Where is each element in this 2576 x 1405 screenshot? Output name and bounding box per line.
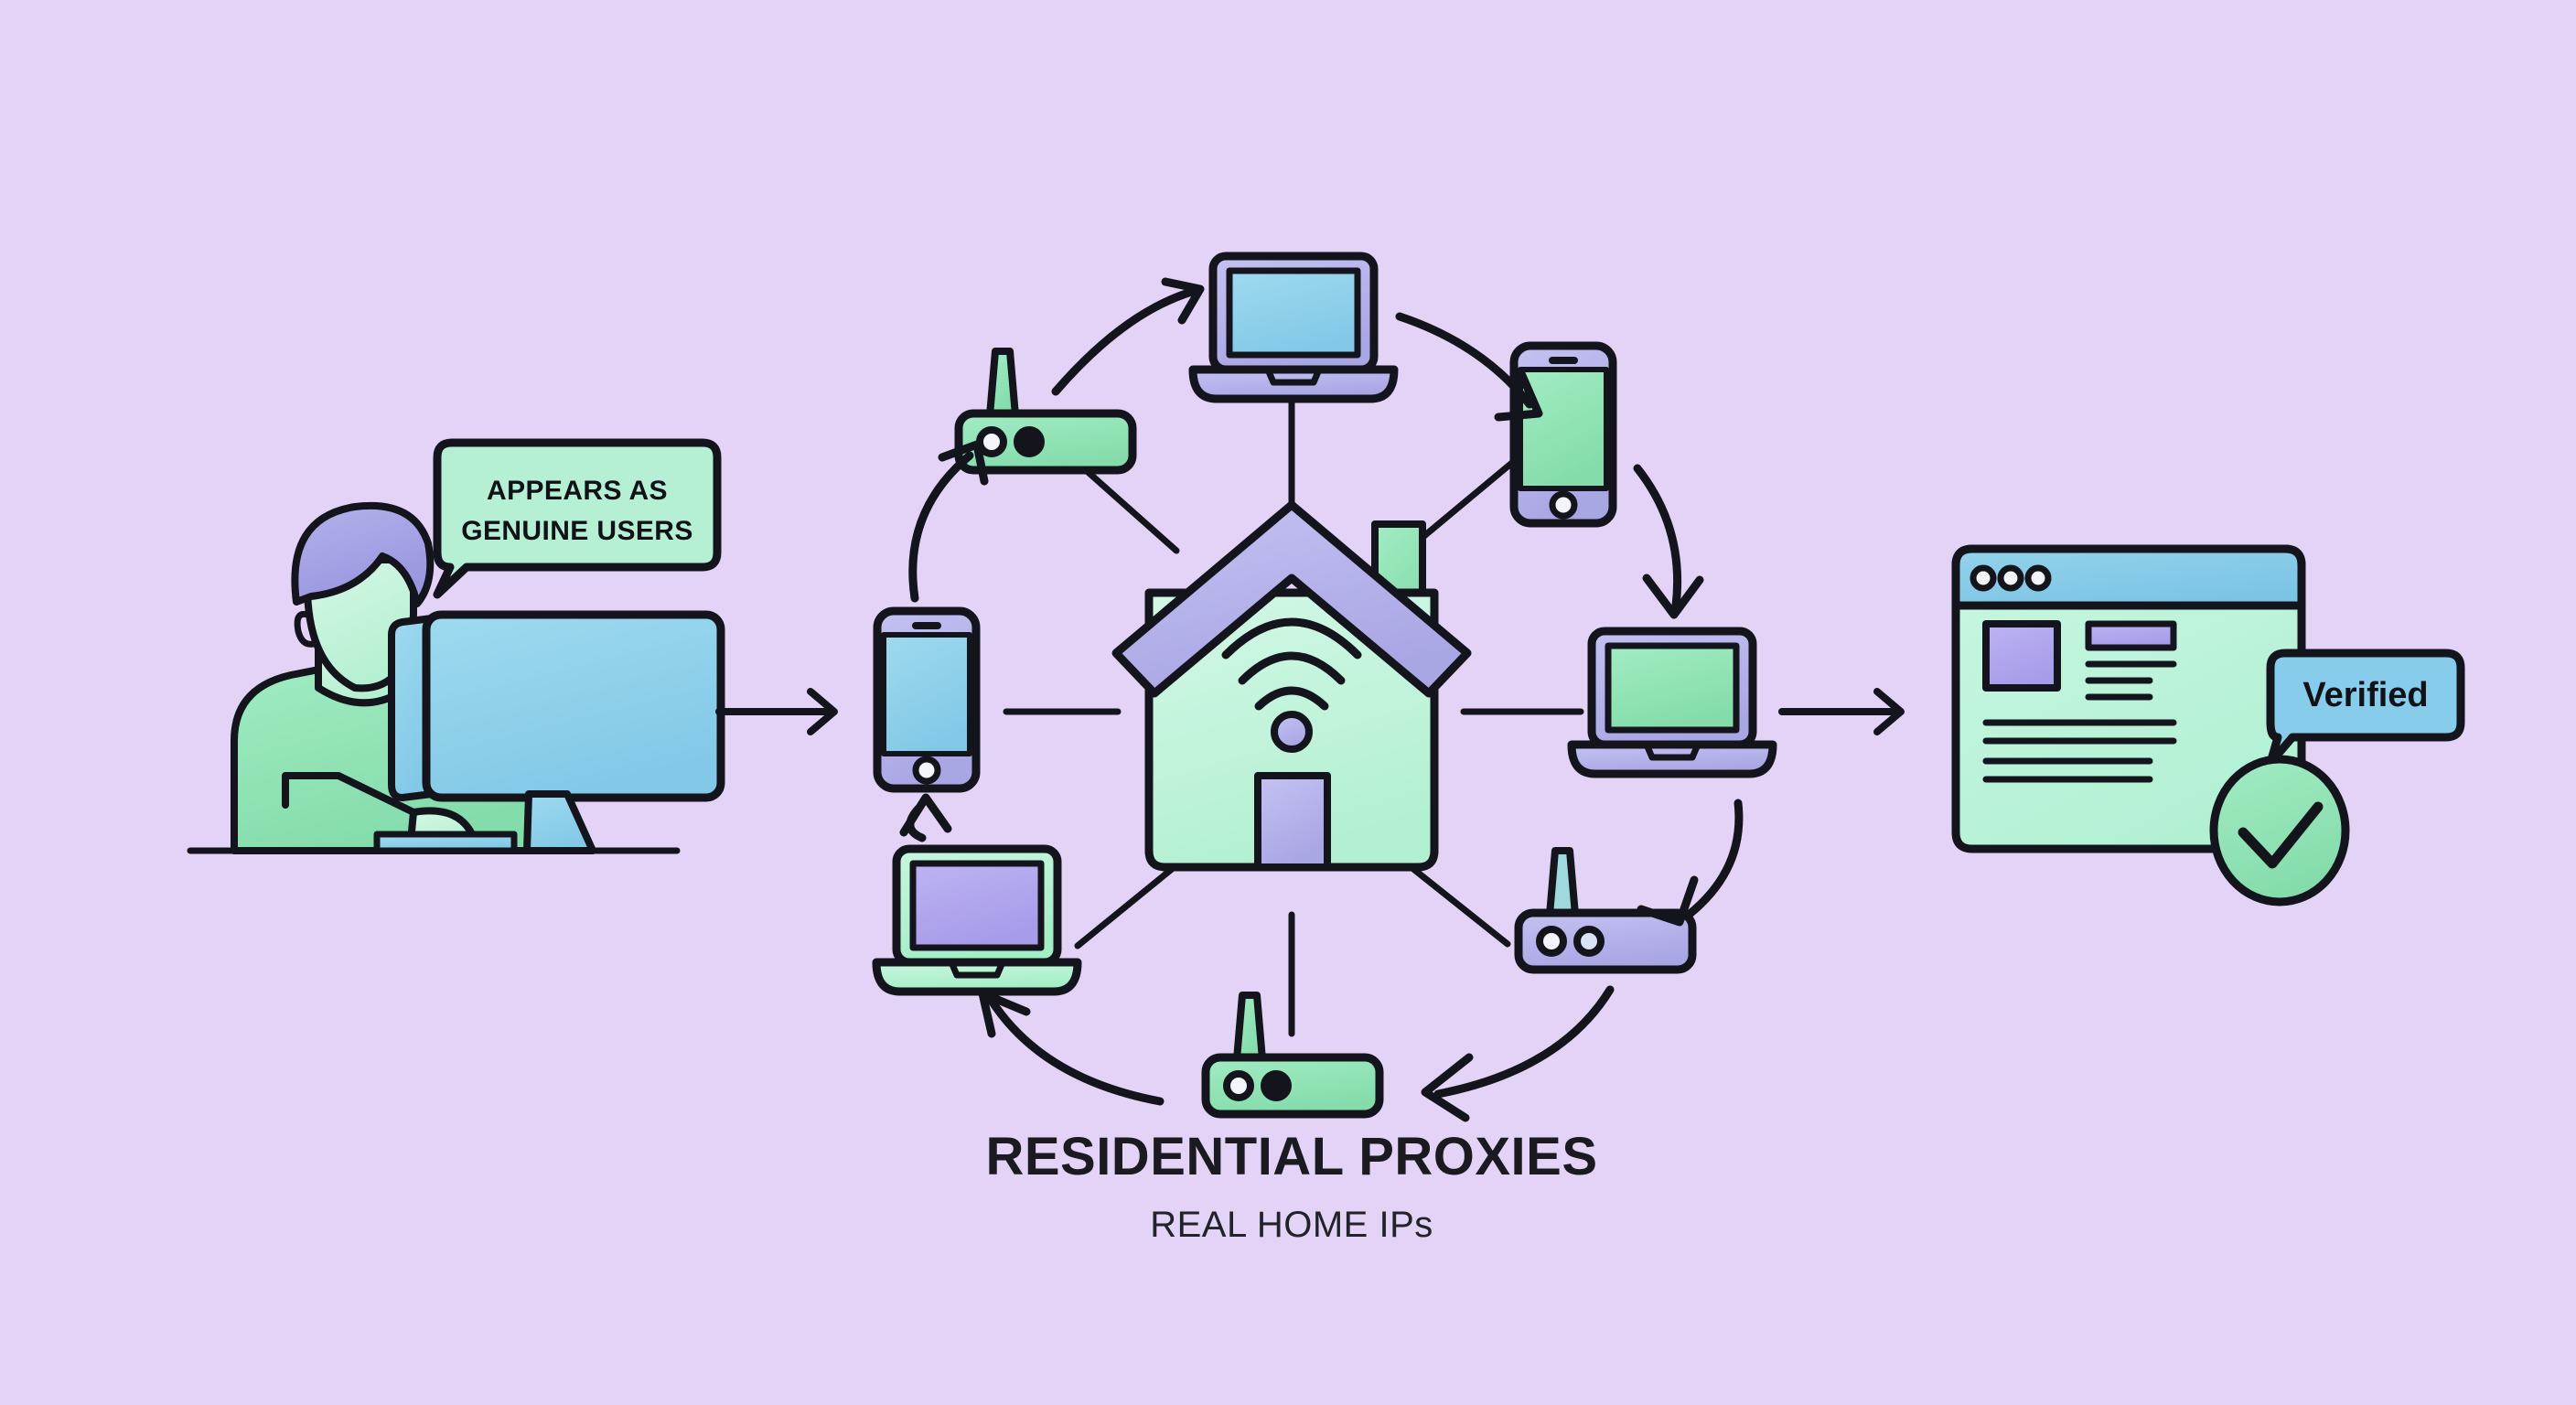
wifi-dot xyxy=(1271,711,1313,753)
phone-home-button xyxy=(1549,490,1578,520)
flow-arrow-left xyxy=(715,688,838,735)
wifi-arc-inner xyxy=(1254,686,1329,711)
curved-arrow-icon xyxy=(978,989,1165,1106)
home-router-house xyxy=(1111,500,1472,872)
laptop-screen xyxy=(909,860,1045,951)
monitor-back xyxy=(388,615,435,801)
monitor-stand xyxy=(523,790,596,854)
wifi-arc-mid xyxy=(1238,651,1346,685)
page-subtitle: REAL HOME IPs xyxy=(1150,1205,1433,1245)
curved-arrow-icon xyxy=(899,793,952,842)
browser-titlebar[interactable] xyxy=(1951,544,2306,610)
curved-arrow-icon xyxy=(1421,985,1615,1122)
window-dot-minimize[interactable] xyxy=(1997,564,2024,592)
monitor-screen xyxy=(422,610,725,802)
window-dot-close[interactable] xyxy=(1970,564,1997,592)
house-roof xyxy=(1111,500,1472,698)
phone-speaker xyxy=(912,622,941,629)
content-image-block xyxy=(1982,620,2061,692)
router-led xyxy=(976,426,1007,457)
ring-device-laptop-right xyxy=(1567,627,1777,778)
curved-arrow-icon xyxy=(1395,312,1543,422)
verified-label: Verified xyxy=(2302,676,2428,714)
speech-bubble-shape xyxy=(433,438,722,599)
ring-device-phone-left xyxy=(873,606,981,793)
router-led xyxy=(1573,926,1605,957)
user-at-computer: APPEARS AS GENUINE USERS xyxy=(187,438,725,854)
router-body xyxy=(954,409,1137,475)
check-circle-icon xyxy=(2209,755,2350,906)
house-door xyxy=(1254,772,1331,871)
ring-curved-arrows xyxy=(899,277,1744,1122)
laptop-screen xyxy=(1605,642,1740,734)
user-hair xyxy=(291,501,435,607)
router-body xyxy=(1201,1053,1384,1119)
curved-arrow-icon xyxy=(1637,799,1744,927)
phone-speaker xyxy=(1549,357,1578,364)
ring-device-laptop-top xyxy=(1188,252,1399,403)
window-dot-maximize[interactable] xyxy=(2024,564,2052,592)
flow-arrow-right xyxy=(1778,688,1905,735)
router-body xyxy=(1514,908,1697,974)
content-heading-block xyxy=(2085,620,2177,651)
bubble-line-1: APPEARS AS xyxy=(487,476,668,506)
router-led xyxy=(1536,926,1567,957)
verified-badge: Verified xyxy=(2266,649,2465,767)
phone-home-button xyxy=(912,756,941,785)
router-antenna xyxy=(1233,992,1266,1063)
router-led xyxy=(1014,426,1045,457)
keyboard xyxy=(373,831,518,854)
curved-arrow-icon xyxy=(1633,464,1704,619)
page-title: RESIDENTIAL PROXIES xyxy=(985,1127,1597,1186)
phone-screen xyxy=(1518,367,1609,491)
curved-arrow-icon xyxy=(1051,277,1205,396)
spoke-line xyxy=(1405,454,1522,552)
check-mark xyxy=(2238,801,2324,869)
ring-device-router-bottom xyxy=(1201,992,1384,1119)
user-speech-bubble: APPEARS AS GENUINE USERS xyxy=(433,438,722,599)
laptop-screen xyxy=(1226,267,1361,359)
browser-window: Verified xyxy=(1951,544,2465,906)
bubble-line-2: GENUINE USERS xyxy=(461,516,693,546)
verified-bubble-shape xyxy=(2266,649,2465,767)
phone-screen xyxy=(881,632,972,756)
spoke-line xyxy=(1074,459,1180,554)
check-circle-bg xyxy=(2209,755,2350,906)
wifi-arc-outer xyxy=(1221,617,1362,660)
spoke-lines xyxy=(1003,381,1584,1037)
router-antenna xyxy=(1546,847,1579,918)
curved-arrow-icon xyxy=(908,440,989,603)
spoke-line xyxy=(1074,862,1180,949)
ring-device-laptop-bottom-left xyxy=(872,844,1082,996)
router-led xyxy=(1261,1070,1292,1101)
ring-device-router-top-left xyxy=(954,348,1137,475)
ring-device-router-bottom-right xyxy=(1514,847,1697,974)
user-ear xyxy=(294,610,317,648)
router-led xyxy=(1223,1070,1254,1101)
ring-device-phone-top-right xyxy=(1509,341,1617,528)
router-antenna xyxy=(986,348,1019,419)
spoke-line xyxy=(1405,862,1511,948)
